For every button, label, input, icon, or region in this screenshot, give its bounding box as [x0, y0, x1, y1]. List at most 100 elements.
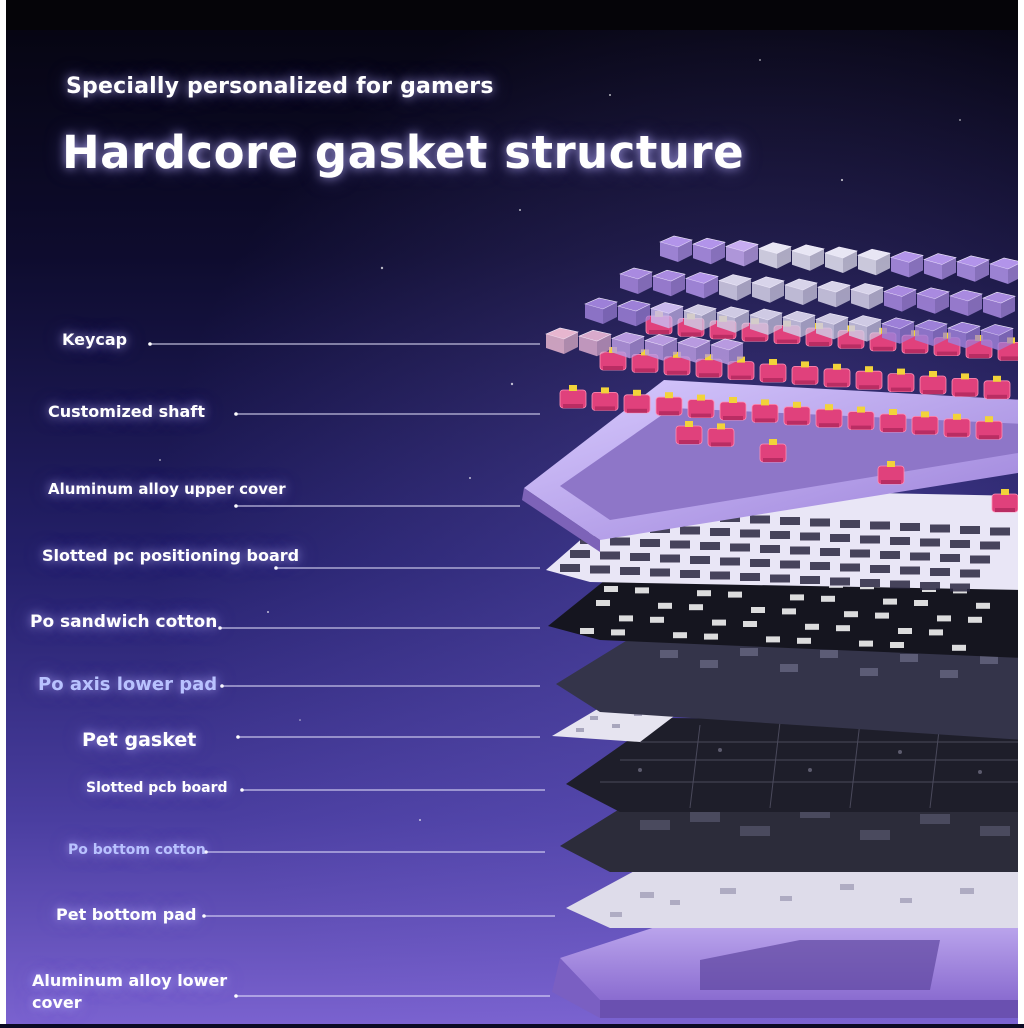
board-slot [670, 540, 690, 549]
keycap-side [801, 315, 815, 338]
keycap-side [882, 323, 900, 344]
keycap-side [546, 334, 564, 354]
switch-stem [569, 385, 577, 391]
switch-base [851, 425, 871, 430]
cotton-hole [743, 621, 757, 627]
board-slot [850, 549, 870, 558]
cotton-hole [790, 594, 804, 601]
keycap-side [818, 287, 836, 308]
keycap-side [770, 280, 784, 303]
keycap-side [792, 250, 810, 271]
cotton-hole [890, 642, 904, 648]
board-slot [830, 577, 850, 586]
switch-stem [887, 461, 895, 467]
keycap-side [858, 255, 876, 276]
keycap-side [851, 289, 869, 310]
board-slot [800, 532, 820, 541]
keycap-side [1001, 296, 1015, 319]
board-slot [750, 559, 770, 567]
keycap-side [620, 274, 638, 294]
keycap-side [869, 287, 883, 310]
cotton-hole [697, 590, 711, 597]
switch-base [891, 387, 911, 392]
keycap-side [750, 315, 768, 335]
keycap-side [603, 302, 617, 324]
switch-stem [705, 354, 713, 361]
board-slot [880, 551, 900, 559]
switch-base [713, 334, 733, 339]
keycap-side [671, 274, 685, 297]
keycap-side [924, 259, 942, 280]
keycap-side [957, 261, 975, 282]
keycap-side [777, 246, 791, 269]
switch-base [809, 342, 829, 346]
keycap-side [768, 313, 782, 335]
keycap-side [935, 291, 949, 314]
stars [159, 59, 961, 821]
label-customized-shaft: Customized shaft [48, 402, 205, 421]
keycap-side [735, 310, 749, 333]
switch-stem [929, 371, 937, 377]
switch-base [777, 339, 797, 344]
cotton-hole [782, 608, 796, 615]
keycap-side [915, 326, 933, 346]
cotton-hole [580, 628, 594, 634]
keycap-side [618, 306, 636, 327]
keycap-side [825, 253, 843, 273]
board-slot [900, 566, 920, 575]
cotton-hole [821, 595, 835, 602]
keycap-side [783, 317, 801, 338]
board-slot [630, 553, 650, 561]
board-slot [770, 574, 790, 583]
leader-dot [202, 914, 206, 918]
board-slot [770, 531, 790, 539]
board-slot [710, 571, 730, 580]
board-slot [910, 552, 930, 561]
leader-dot [236, 735, 240, 739]
switch-stem [985, 416, 993, 423]
switch-base [635, 368, 655, 373]
switch-stem [793, 401, 801, 408]
switch-stem [633, 389, 641, 396]
keycap-side [612, 338, 630, 359]
label-pcb-board: Slotted pcb board [86, 780, 228, 796]
cotton-hole [898, 628, 912, 634]
cotton-hole [650, 616, 664, 623]
leader-dot [234, 504, 238, 508]
keycap-side [759, 248, 777, 269]
switch-stem [921, 411, 929, 418]
keycap-side [653, 276, 671, 297]
keycap-side [948, 328, 966, 349]
keycap-side [597, 334, 611, 357]
leader-dot [274, 566, 278, 570]
switch-base [603, 366, 623, 370]
switch-base [563, 404, 583, 408]
keycap-side [704, 276, 718, 299]
keycap-side [752, 282, 770, 303]
board-slot [660, 554, 680, 563]
switch-stem [729, 397, 737, 403]
switch-base [969, 354, 989, 358]
switch-base [659, 411, 679, 416]
cotton-hole [604, 586, 618, 592]
switch-stem [961, 373, 969, 380]
switch-stem [953, 413, 961, 420]
board-slot [730, 543, 750, 552]
keycap-side [867, 319, 881, 342]
switch-base [787, 420, 807, 425]
board-slot [790, 546, 810, 555]
switch-base [649, 330, 669, 334]
board-slot [830, 534, 850, 542]
keycap-side [999, 328, 1013, 351]
switch-stem [865, 366, 873, 373]
board-slot [820, 548, 840, 556]
switch-stem [769, 359, 777, 365]
keycap-side [816, 319, 834, 340]
board-slot [990, 527, 1010, 536]
label-po-sandwich-cotton: Po sandwich cotton [30, 612, 218, 632]
cotton-hole [875, 612, 889, 619]
switch-base [627, 408, 647, 413]
board-slot [900, 523, 920, 531]
leader-dot [220, 684, 224, 688]
